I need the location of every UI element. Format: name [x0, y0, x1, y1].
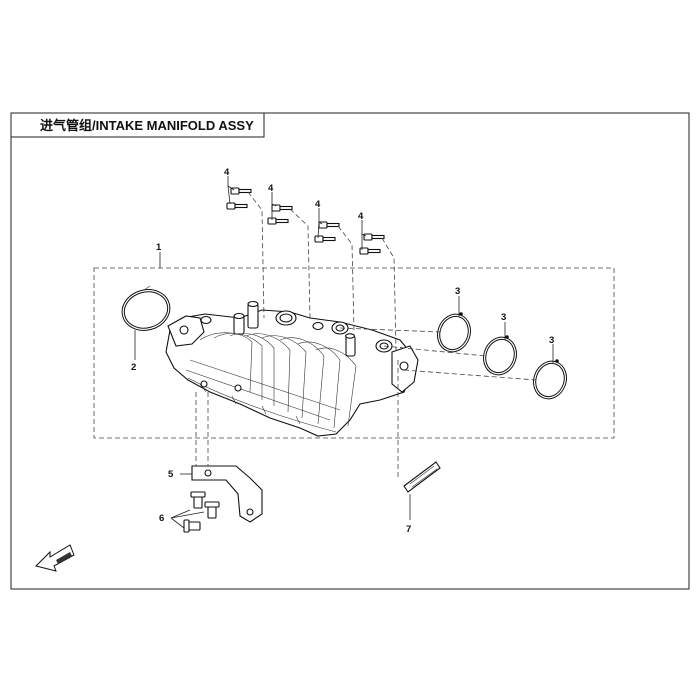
bolt[interactable]: [230, 187, 252, 195]
callout-3a: 3: [455, 286, 460, 297]
callout-4d: 4: [358, 211, 364, 222]
runner-ribs: [185, 332, 357, 429]
gasket-alignment-lines: [339, 327, 537, 381]
callout-4b: 4: [268, 183, 274, 194]
bolt[interactable]: [363, 233, 385, 241]
intake-gasket-3[interactable]: [530, 358, 571, 402]
bracket-bolt-2[interactable]: [204, 501, 220, 519]
bracket-bolt-3[interactable]: [183, 519, 201, 533]
callout-3b: 3: [501, 312, 506, 323]
callout-labels: 1 2 3 3 3 4 4 4 4 5 6 7: [131, 167, 554, 535]
callout-1: 1: [156, 242, 162, 253]
bolt-group[interactable]: [226, 187, 399, 478]
o-ring-throttle[interactable]: [119, 285, 173, 335]
mounting-bracket[interactable]: [191, 392, 263, 523]
identification-tag[interactable]: [403, 461, 441, 493]
bolt[interactable]: [267, 217, 289, 225]
callout-4a: 4: [224, 167, 230, 178]
callout-4c: 4: [315, 199, 321, 210]
title-box: 进气管组/INTAKE MANIFOLD ASSY: [10, 112, 265, 138]
assembly-boundary: [93, 267, 615, 439]
callout-3c: 3: [549, 335, 554, 346]
callout-7: 7: [406, 524, 411, 535]
callout-5: 5: [168, 469, 174, 480]
bracket-bolt-1[interactable]: [190, 491, 206, 509]
diagram-title: 进气管组/INTAKE MANIFOLD ASSY: [40, 118, 254, 133]
bolt[interactable]: [314, 235, 336, 243]
intake-gasket-1[interactable]: [434, 311, 475, 355]
callout-6: 6: [159, 513, 164, 524]
injector-ports: [200, 300, 393, 357]
fwd-arrow-icon: [35, 544, 75, 572]
drawing-frame: [10, 112, 690, 590]
callout-2: 2: [131, 362, 136, 373]
intake-gasket-2[interactable]: [480, 334, 521, 378]
bolt[interactable]: [318, 221, 340, 229]
intake-manifold[interactable]: [165, 300, 419, 437]
bolt[interactable]: [226, 202, 248, 210]
bolt[interactable]: [359, 247, 381, 255]
callout-leaders: [134, 176, 554, 529]
